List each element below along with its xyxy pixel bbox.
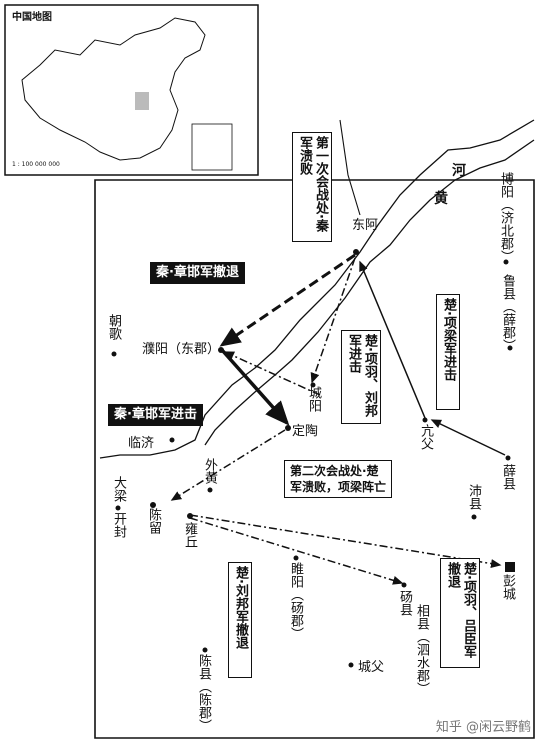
dot-puyang [218, 347, 224, 353]
dot-chaoge [111, 351, 117, 357]
dot-dingtao [285, 425, 291, 431]
inset-scale: 1 : 100 000 000 [12, 161, 60, 168]
place-boyang: 博阳（济北郡） [498, 172, 513, 263]
place-peixian: 沛县 [466, 484, 481, 510]
qin-retreat-arrow [219, 253, 356, 347]
place-chengyang: 城阳 [306, 386, 321, 412]
dot-suiyang [293, 555, 299, 561]
place-dong-e: 东阿 [352, 218, 379, 233]
label-xiangliang-advance: 楚·项梁军进击 [436, 294, 460, 410]
place-chenxian: 陈县（陈郡） [196, 654, 211, 732]
place-yongqiu: 雍丘 [182, 522, 197, 548]
chu-west-arrow [170, 429, 286, 501]
label-battle1: 第一次会战处·秦军溃败 [292, 132, 332, 242]
place-dingtao: 定陶 [292, 424, 319, 439]
yellow-river-north-bank [99, 119, 535, 459]
place-dangxian: 砀县 [397, 590, 412, 616]
place-xiangxian: 相县（泗水郡） [414, 604, 429, 695]
label-qin-retreat: 秦·章邯军撤退 [150, 262, 245, 284]
place-luxian: 鲁县（薛郡） [500, 274, 515, 352]
label-xiangyu-retreat: 楚·项羽、吕臣军撤退 [440, 558, 480, 668]
dot-chengfu [348, 662, 354, 668]
dot-xuexian [505, 455, 511, 461]
label-chu-advance: 楚·项羽、刘邦军进击 [341, 330, 381, 424]
place-chengfu: 城父 [358, 660, 385, 675]
place-puyang: 濮阳（东郡） [142, 342, 221, 357]
place-kaifeng: 开封 [111, 512, 126, 538]
dot-dong-e [353, 249, 359, 255]
china-outline [21, 17, 206, 161]
place-chaoge: 朝歌 [106, 314, 121, 340]
inset-highlight [135, 92, 149, 110]
river-branch-north [339, 119, 361, 216]
south-sea-inset [191, 123, 233, 171]
qin-advance-arrow [220, 348, 290, 426]
dot-chengyang [310, 382, 316, 388]
river-label-he: 河 [452, 163, 466, 179]
label-battle2-line1: 第二次会战处·楚 [290, 464, 379, 478]
place-pengcheng: 彭城 [500, 574, 515, 600]
main-map-frame [94, 179, 535, 739]
label-battle2-line2: 军溃败，项梁阵亡 [290, 480, 387, 494]
dot-chenxian [202, 647, 208, 653]
xiangliang-advance-arrow-2 [430, 419, 506, 456]
dot-kangfu [422, 417, 428, 423]
dot-boyang [503, 259, 509, 265]
dot-chenliu [150, 502, 156, 508]
place-waihuang: 外黄 [202, 458, 217, 484]
dot-daliang [115, 505, 121, 511]
dot-waihuang [207, 487, 213, 493]
place-linji: 临济 [128, 436, 155, 451]
square-pengcheng [505, 562, 515, 572]
dot-peixian [471, 514, 477, 520]
liubang-retreat-arrow [189, 517, 404, 585]
dot-dangxian [401, 582, 407, 588]
chu-advance-arrow [310, 257, 356, 384]
label-liubang-retreat: 楚·刘邦军撤退 [228, 562, 252, 678]
place-xuexian: 薛县 [500, 464, 515, 490]
inset-title: 中国地图 [12, 12, 52, 23]
place-kangfu: 亢父 [418, 424, 433, 450]
watermark: 知乎 @闲云野鹤 [435, 720, 531, 735]
place-chenliu: 陈留 [146, 508, 161, 534]
dot-luxian [507, 345, 513, 351]
label-battle2: 第二次会战处·楚 军溃败，项梁阵亡 [284, 460, 393, 498]
chu-advance-puyang-arrow [223, 351, 321, 396]
label-qin-advance: 秦·章邯军进击 [108, 404, 203, 426]
place-daliang: 大梁 [111, 476, 126, 502]
dot-yongqiu [187, 513, 193, 519]
river-label-huang: 黄 [434, 191, 448, 207]
xiangyu-retreat-arrow [189, 514, 502, 569]
xiangliang-advance-arrow-1 [359, 260, 426, 419]
yellow-river-south-bank [204, 139, 535, 446]
place-suiyang: 睢阳（砀郡） [288, 562, 303, 640]
dot-linji [169, 437, 175, 443]
